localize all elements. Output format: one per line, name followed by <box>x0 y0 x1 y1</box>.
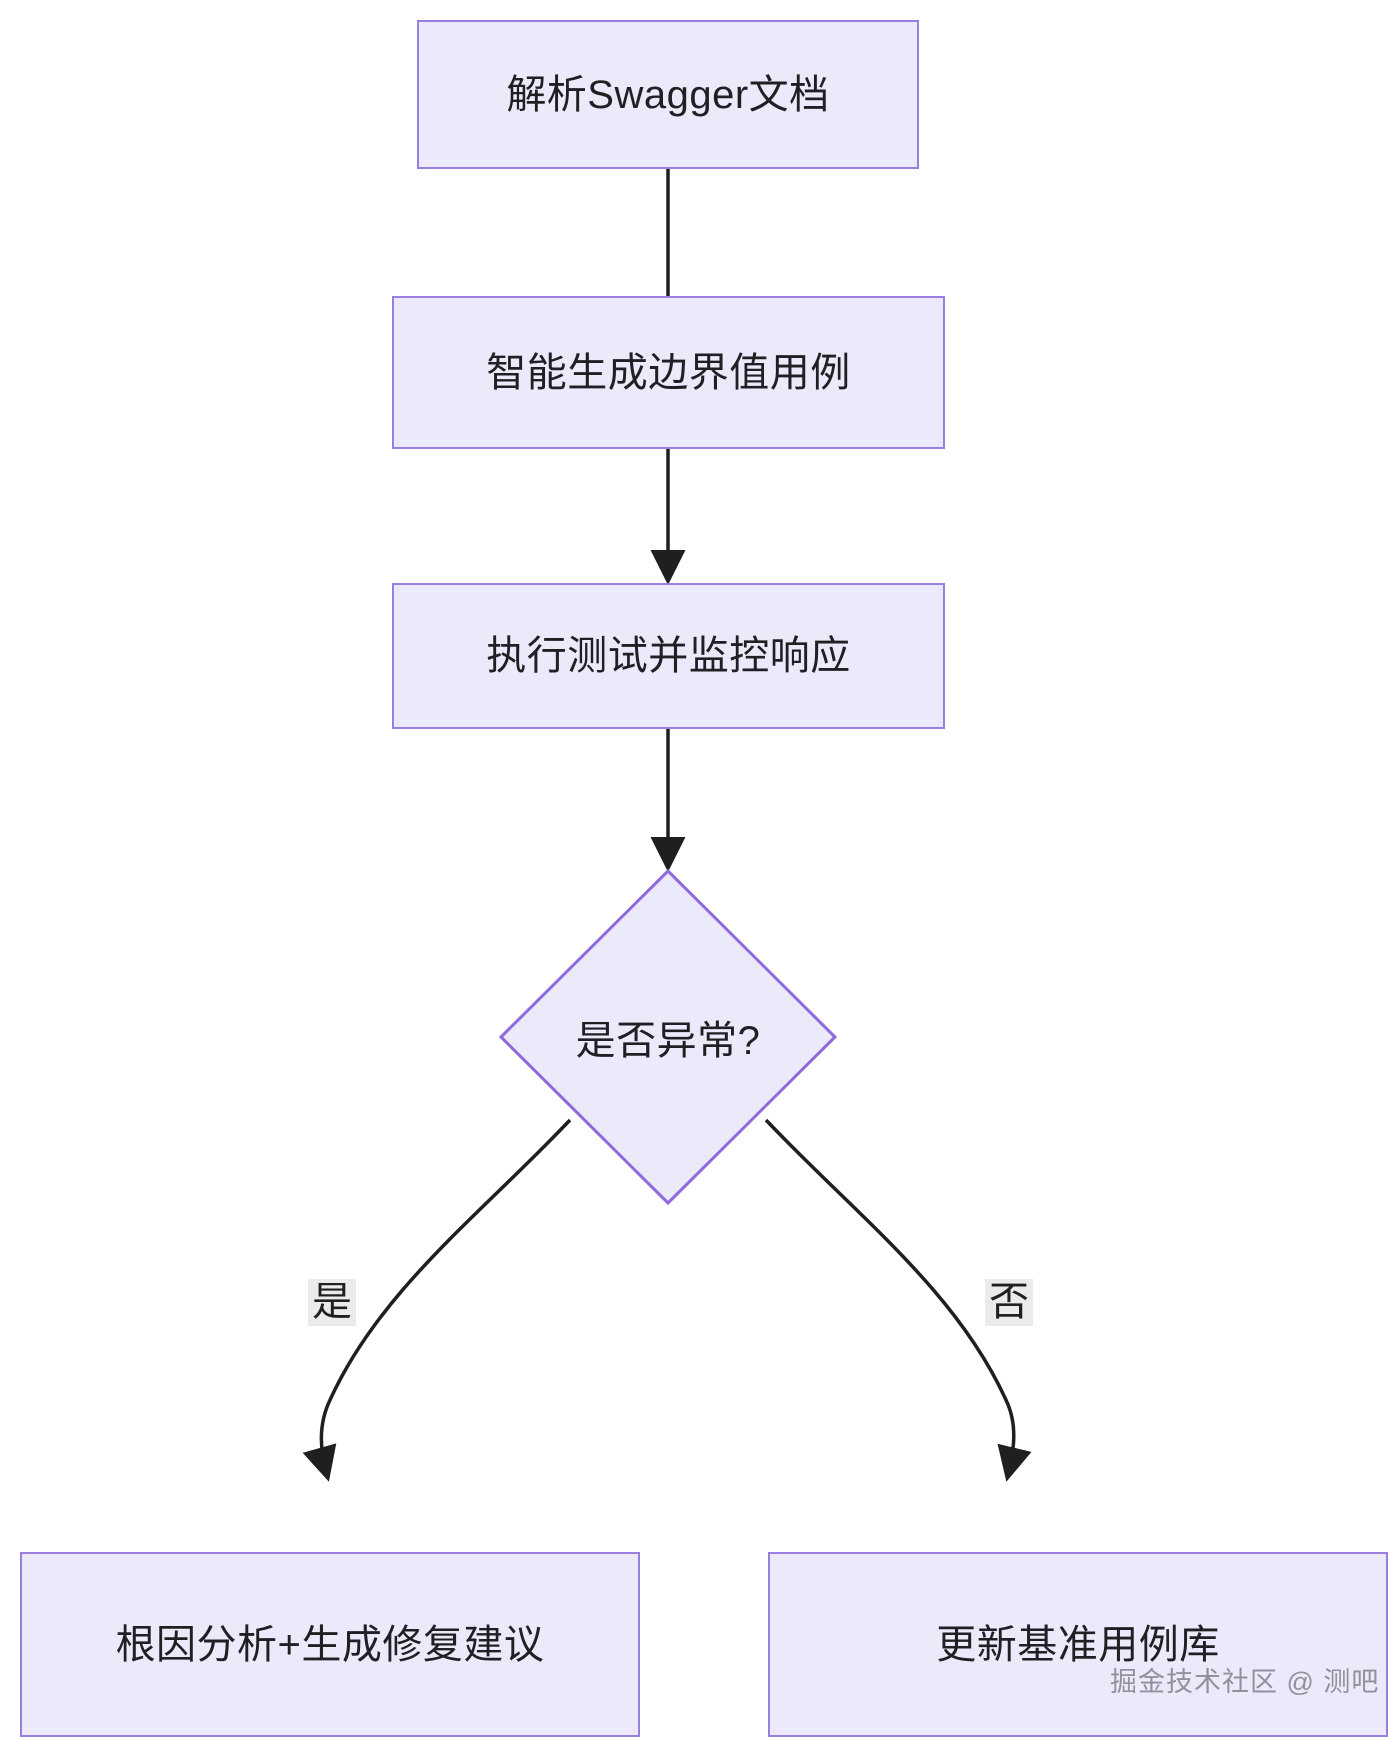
edge-label-no: 否 <box>985 1279 1033 1327</box>
node-update-baseline-case-library[interactable]: 更新基准用例库 <box>768 1552 1388 1737</box>
edge-label-yes: 是 <box>308 1279 356 1327</box>
node-label: 是否异常? <box>575 1019 761 1063</box>
watermark-text: 掘金技术社区 @ 测吧 <box>1110 1667 1380 1697</box>
node-decision-is-anomaly[interactable]: 是否异常? <box>498 868 838 1206</box>
node-label: 更新基准用例库 <box>936 1622 1220 1667</box>
node-generate-boundary-cases[interactable]: 智能生成边界值用例 <box>392 296 945 449</box>
node-parse-swagger-doc[interactable]: 解析Swagger文档 <box>417 20 919 169</box>
node-label: 根因分析+生成修复建议 <box>115 1622 545 1667</box>
node-label: 解析Swagger文档 <box>506 72 830 117</box>
node-execute-test-monitor-response[interactable]: 执行测试并监控响应 <box>392 583 945 729</box>
node-root-cause-analysis-fix-suggestion[interactable]: 根因分析+生成修复建议 <box>20 1552 640 1737</box>
diamond-shape <box>498 868 838 1206</box>
node-label: 执行测试并监控响应 <box>486 634 851 678</box>
node-label: 智能生成边界值用例 <box>486 350 851 395</box>
